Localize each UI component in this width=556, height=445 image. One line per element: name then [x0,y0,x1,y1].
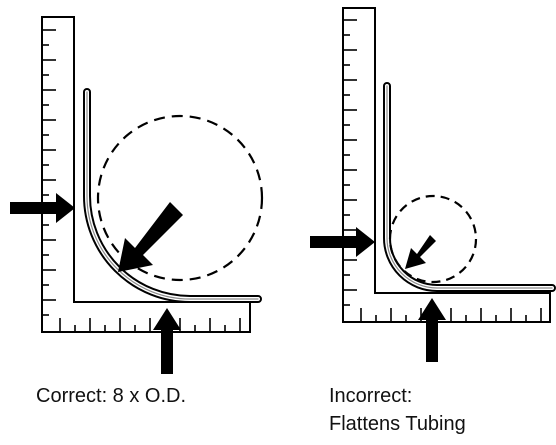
arrow-left-input-correct [10,193,75,223]
fixture-ticks-right [343,19,542,322]
tube-incorrect [383,82,556,292]
correct-bend-panel [10,16,264,374]
tube-correct [83,88,262,303]
caption-correct: Correct: 8 x O.D. [36,385,187,407]
incorrect-bend-panel [310,7,556,362]
arrow-diagonal-correct [118,202,183,272]
caption-incorrect-line1: Incorrect: [329,385,413,407]
arrow-bottom-input-incorrect [418,298,446,362]
caption-incorrect-line2: Flattens Tubing [329,413,466,435]
fixture-frame-right [342,7,551,323]
arrow-diagonal-incorrect [405,235,436,269]
bend-radius-circle-small [388,194,478,284]
arrow-bottom-input-correct [153,308,181,374]
bend-radius-circle-large [96,114,264,282]
arrow-left-input-incorrect [310,227,375,257]
